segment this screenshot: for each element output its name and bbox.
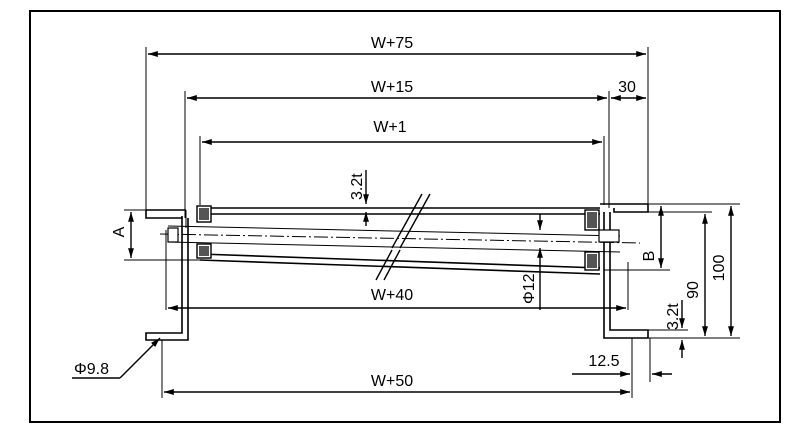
dimension-a: A	[111, 209, 200, 261]
roller-tube	[159, 207, 641, 275]
label-b: B	[641, 251, 658, 262]
dimension-w40: W+40	[168, 287, 626, 311]
dimension-w1: W+1	[199, 119, 605, 205]
leader-phi98: Φ9.8	[72, 337, 161, 379]
left-end-cap	[167, 205, 212, 259]
dimension-w50: W+50	[161, 340, 633, 398]
left-bracket	[145, 209, 189, 341]
label-30: 30	[618, 79, 636, 96]
label-phi98: Φ9.8	[74, 361, 109, 378]
dimension-w75: W+75	[145, 35, 649, 218]
right-bracket	[600, 203, 649, 339]
drawing-border	[29, 10, 781, 423]
dimension-12-5: 12.5	[572, 338, 672, 382]
dimension-90: 90	[648, 211, 740, 339]
dimension-w15: W+15 30	[184, 79, 646, 218]
label-w50: W+50	[371, 373, 413, 390]
label-3-2t-bottom: 3.2t	[665, 303, 682, 330]
label-w15: W+15	[371, 79, 413, 96]
right-end-cap	[584, 209, 620, 271]
dimension-100: 100	[648, 203, 740, 336]
break-marks	[375, 193, 431, 281]
label-w1: W+1	[373, 119, 406, 136]
label-100: 100	[711, 255, 728, 282]
label-90: 90	[685, 281, 702, 299]
dimension-thickness-top: 3.2t	[349, 170, 369, 226]
dimension-thickness-bottom: 3.2t	[648, 300, 688, 358]
label-3-2t-top: 3.2t	[349, 173, 366, 200]
label-phi12: Φ12	[521, 273, 538, 304]
label-12-5: 12.5	[588, 353, 619, 370]
dimension-phi12: Φ12	[521, 214, 543, 310]
label-w40: W+40	[371, 287, 413, 304]
label-a: A	[111, 226, 128, 237]
label-w75: W+75	[371, 35, 413, 52]
